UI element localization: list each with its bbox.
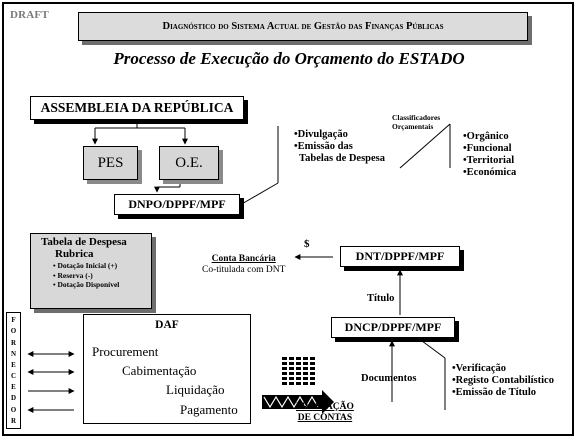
list-item: • Dotação Inicial (+) bbox=[53, 261, 118, 270]
titulo-edge-label: Título bbox=[367, 293, 395, 304]
letter: F bbox=[11, 316, 16, 325]
letter: E bbox=[11, 360, 16, 369]
list-item: •Territorial bbox=[463, 155, 515, 166]
conta-subtitle: Co-titulada com DNT bbox=[202, 265, 286, 275]
flow-arrow-icon bbox=[262, 390, 334, 414]
tabela-title: Tabela de Despesa Rubrica bbox=[41, 236, 127, 260]
document-stack-icon bbox=[282, 357, 315, 385]
assembleia-node: ASSEMBLEIA DA REPÚBLICA bbox=[30, 96, 244, 120]
letter: D bbox=[10, 394, 17, 403]
draft-label: DRAFT bbox=[10, 9, 49, 21]
classificadores-list: •Orgânico •Funcional •Territorial •Econó… bbox=[463, 131, 516, 179]
list-item: •Divulgação bbox=[294, 129, 348, 140]
verificacao-list: •Verificação •Registo Contabilístico •Em… bbox=[452, 363, 554, 399]
divulgacao-list: •Divulgação •Emissão das Tabelas de Desp… bbox=[294, 129, 385, 165]
prestacao-contas-label: PRESTAÇÃO DE CONTAS bbox=[296, 402, 354, 423]
list-item: •Registo Contabilístico bbox=[452, 375, 554, 386]
slide-frame bbox=[2, 2, 574, 436]
list-item: •Emissão das bbox=[294, 141, 353, 152]
list-item: •Orgânico bbox=[463, 131, 509, 142]
dnpo-callout-line bbox=[239, 182, 279, 206]
dncp-node: DNCP/DPPF/MPF bbox=[331, 317, 455, 338]
pes-node: PES bbox=[83, 146, 138, 180]
dnpo-node: DNPO/DPPF/MPF bbox=[114, 194, 240, 215]
dnt-node: DNT/DPPF/MPF bbox=[340, 246, 460, 267]
tabela-items: • Dotação Inicial (+) • Reserva (-) • Do… bbox=[53, 261, 119, 290]
list-item: •Verificação bbox=[452, 363, 507, 374]
letter: N bbox=[10, 349, 17, 358]
daf-step-pagamento: Pagamento bbox=[180, 402, 238, 417]
dncp-callout-line bbox=[417, 337, 446, 359]
letter: R bbox=[10, 416, 17, 425]
list-item: Tabelas de Despesa bbox=[294, 153, 386, 164]
letter: O bbox=[10, 327, 17, 336]
daf-node: DAF Procurement Cabimentação Liquidação … bbox=[83, 314, 251, 424]
letter: R bbox=[10, 338, 17, 347]
daf-step-procurement: Procurement bbox=[92, 344, 159, 359]
list-item: •Económica bbox=[463, 167, 517, 178]
conta-bancaria: Conta Bancária Co-titulada com DNT bbox=[202, 254, 285, 276]
oe-to-dnpo-connector bbox=[154, 180, 181, 193]
list-item: • Reserva (-) bbox=[53, 270, 93, 280]
dollar-symbol: $ bbox=[304, 238, 310, 250]
classificadores-label: Classificadores Orçamentais bbox=[392, 113, 441, 131]
letter: O bbox=[10, 405, 17, 414]
conta-title: Conta Bancária bbox=[211, 254, 276, 264]
daf-step-liquidacao: Liquidação bbox=[166, 382, 225, 397]
list-item: • Dotação Disponível bbox=[53, 280, 120, 289]
list-item: •Emissão de Título bbox=[452, 387, 536, 398]
fornecedor-daf-arrows bbox=[27, 351, 75, 413]
tabela-despesa-card: Tabela de Despesa Rubrica • Dotação Inic… bbox=[30, 233, 152, 309]
header-banner: Diagnóstico do Sistema Actual de Gestão … bbox=[78, 12, 528, 41]
page-title: Processo de Execução do Orçamento do EST… bbox=[113, 49, 465, 68]
list-item: •Funcional bbox=[463, 143, 512, 154]
oe-node: O.E. bbox=[159, 146, 219, 180]
ar-to-pes-oe-connector bbox=[92, 120, 188, 145]
documentos-edge-label: Documentos bbox=[361, 373, 417, 384]
classif-callout-line bbox=[399, 123, 451, 169]
daf-title: DAF bbox=[155, 319, 179, 331]
daf-step-cabimentacao: Cabimentação bbox=[122, 363, 197, 378]
letter: E bbox=[11, 383, 16, 392]
letter: C bbox=[10, 372, 17, 381]
fornecedor-column: F O R N E C E D O R bbox=[6, 312, 21, 429]
